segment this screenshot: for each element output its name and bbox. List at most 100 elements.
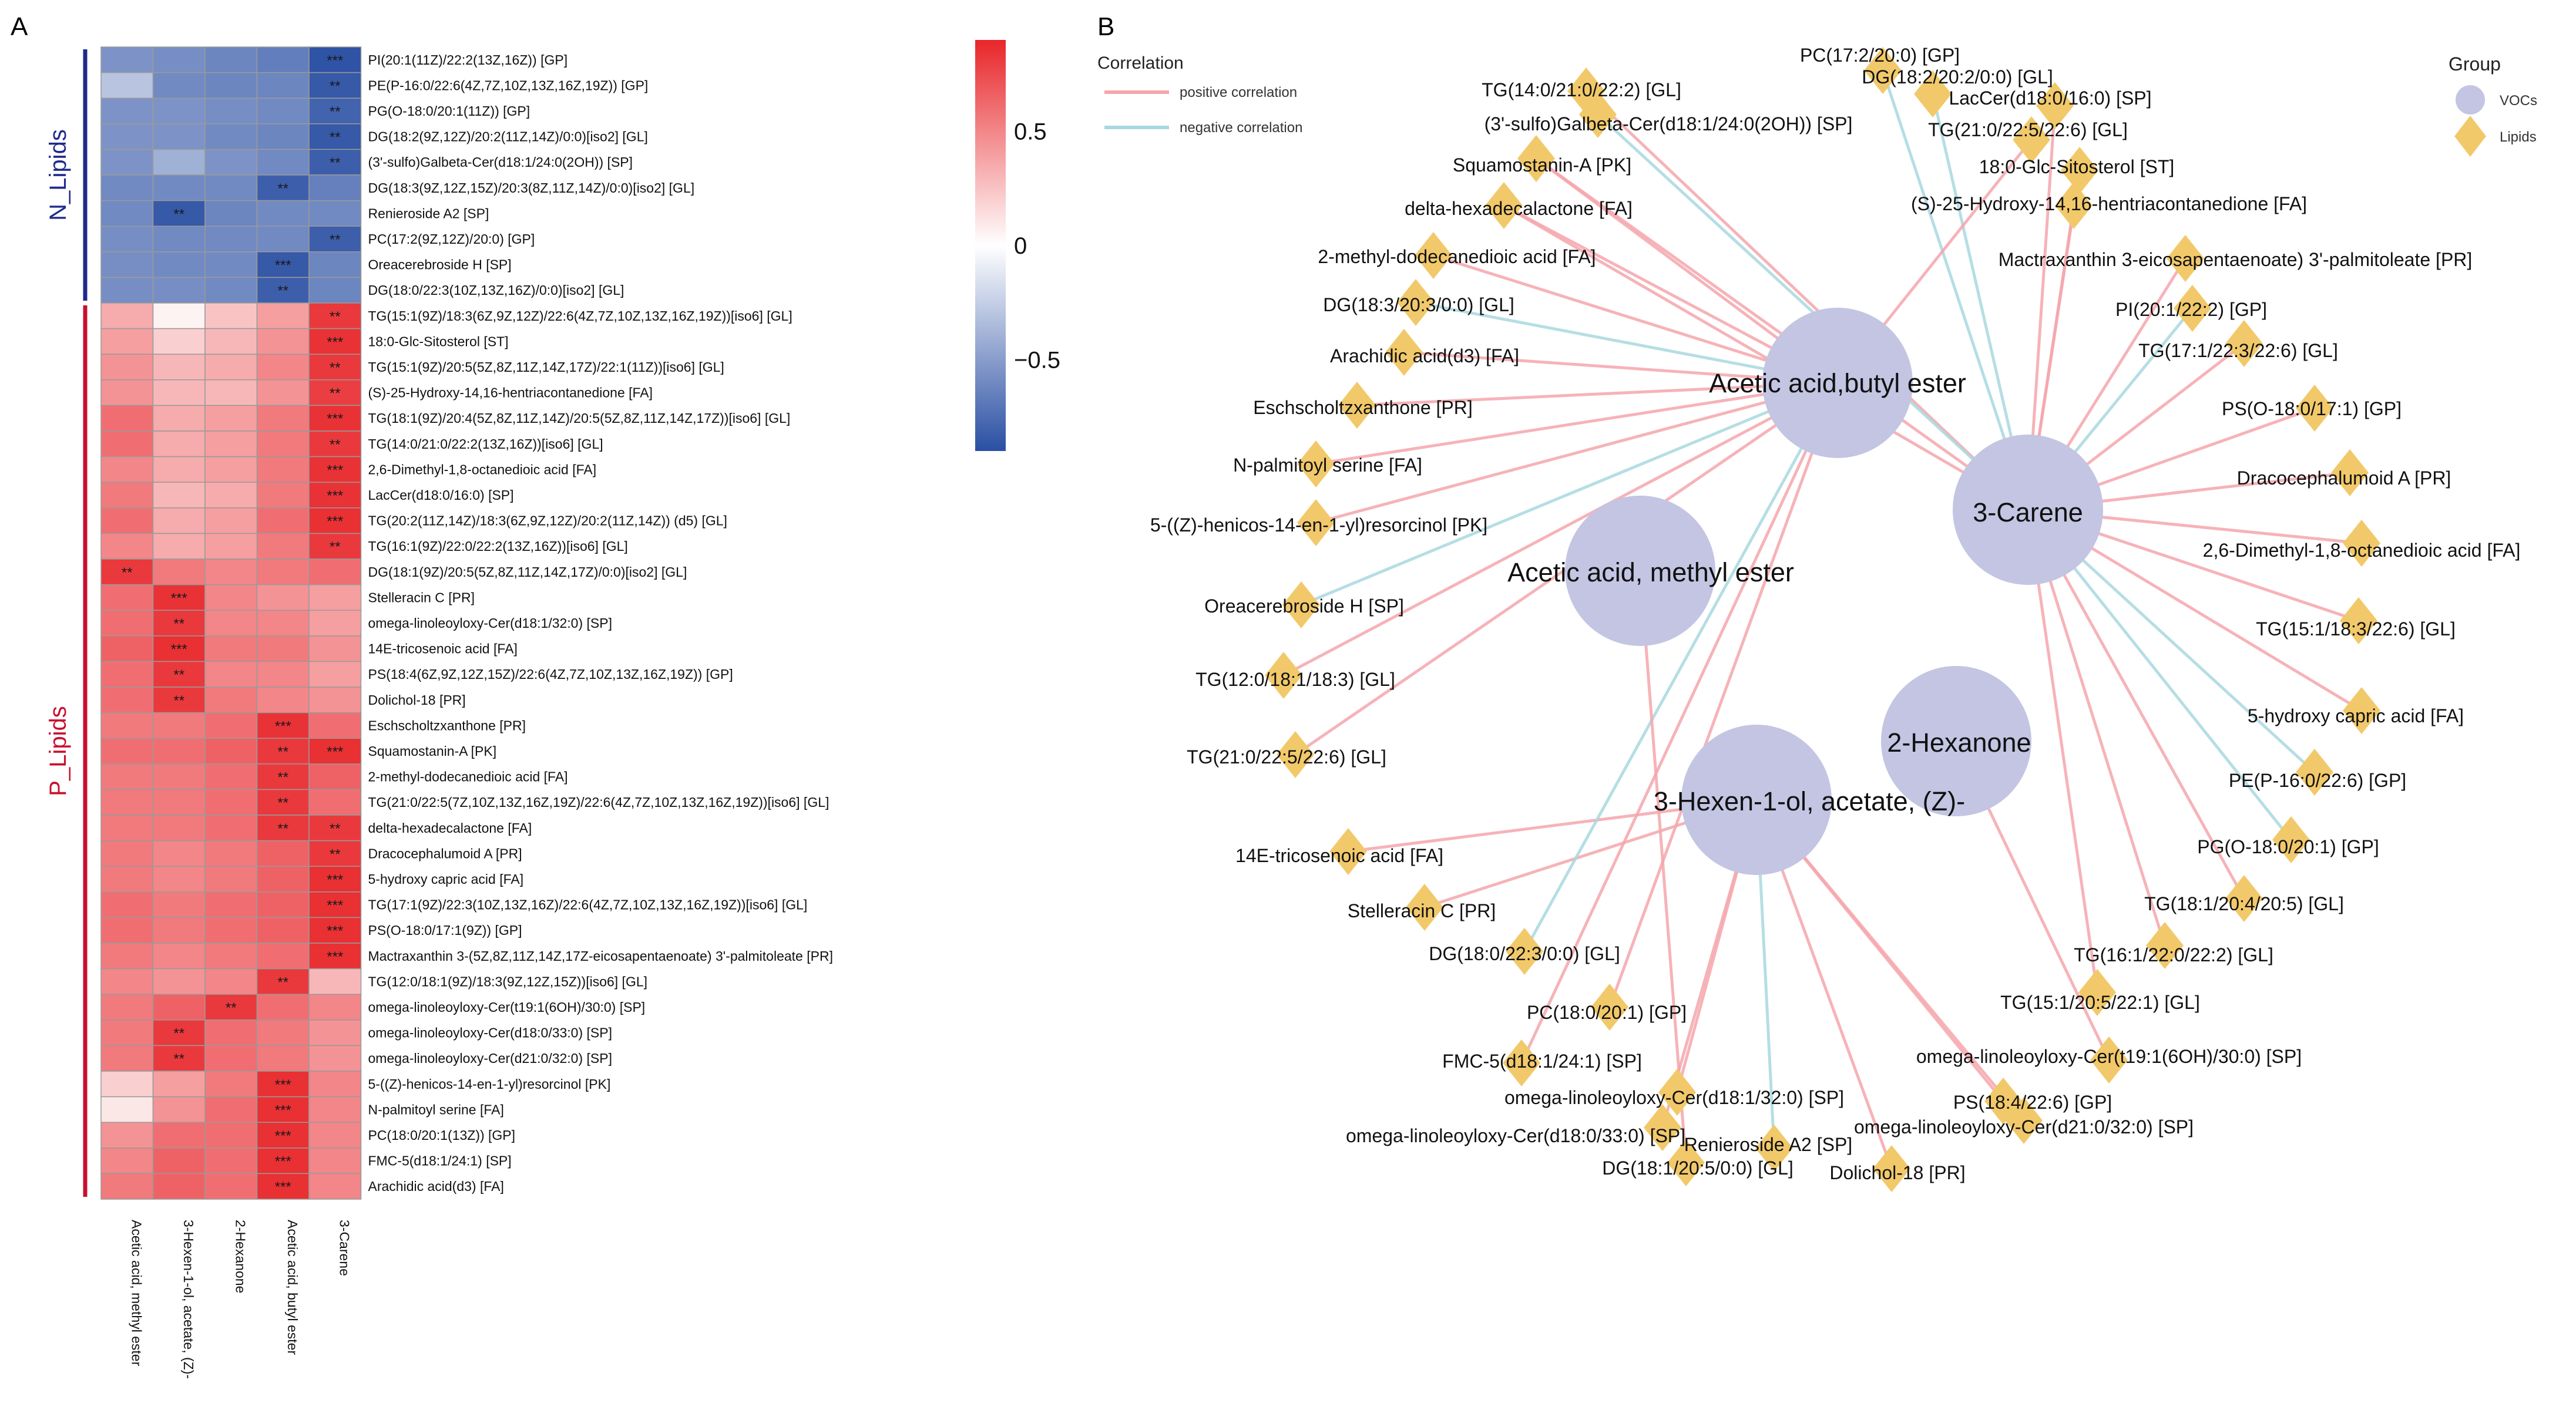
heatmap-cell — [308, 815, 362, 842]
vocs-legend-label: VOCs — [2500, 93, 2537, 109]
heatmap-cell — [100, 456, 154, 483]
heatmap-cell — [256, 174, 310, 201]
lipid-label: PG(O-18:0/20:1) [GP] — [2197, 836, 2379, 857]
heatmap-row-label: 5-((Z)-henicos-14-en-1-yl)resorcinol [PK… — [368, 1076, 611, 1092]
lipid-node-2-methyl-dodecanedioic-acid-fa — [1415, 232, 1452, 279]
lipid-node-tg-18-1-20-4-20-5-gl — [2225, 875, 2263, 922]
heatmap-cell — [308, 738, 362, 765]
significance-marker: ** — [226, 1000, 237, 1016]
heatmap-cell — [152, 917, 206, 944]
lipid-node-renieroside-a2-sp — [1755, 1125, 1793, 1172]
heatmap-column-label: Acetic acid, butyl ester — [285, 1220, 300, 1355]
lipid-node-omega-linoleoyloxy-cer-d18-0-33-0-sp — [1644, 1104, 1681, 1151]
heatmap-cell — [100, 302, 154, 329]
vocs-legend-circle — [2456, 85, 2485, 115]
lipid-node-3-sulfo-galbeta-cer-d18-1-24-0-2oh-sp — [1579, 91, 1617, 138]
heatmap-cell — [100, 943, 154, 970]
significance-marker: ** — [330, 104, 341, 120]
colorbar-tick-label: 0 — [1014, 233, 1027, 259]
heatmap-cell — [308, 763, 362, 790]
heatmap-cell — [308, 328, 362, 355]
heatmap-row-label: Oreacerebroside H [SP] — [368, 257, 512, 272]
heatmap-cell — [152, 482, 206, 509]
heatmap-cell — [204, 866, 258, 893]
voc-label-hexenyl: 3-Hexen-1-ol, acetate, (Z)- — [1654, 786, 1965, 816]
negative-edge-oreacerebroside-h-sp — [1301, 381, 1838, 607]
heatmap-row-label: PC(17:2(9Z,12Z)/20:0) [GP] — [368, 231, 535, 247]
significance-marker: ** — [330, 309, 341, 325]
heatmap-row-label: 2,6-Dimethyl-1,8-octanedioic acid [FA] — [368, 462, 597, 477]
lipid-node-pc-18-0-20-1-gp — [1591, 984, 1628, 1031]
heatmap-cell — [204, 1096, 258, 1123]
heatmap-cell — [256, 354, 310, 381]
heatmap-cell — [308, 174, 362, 201]
voc-label-methyl: Acetic acid, methyl ester — [1507, 557, 1794, 587]
heatmap-cell — [204, 405, 258, 432]
lipid-label: TG(14:0/21:0/22:2) [GL] — [1482, 79, 1681, 100]
lipid-node-omega-linoleoyloxy-cer-d18-1-32-0-sp — [1658, 1069, 1696, 1116]
lipid-label: TG(15:1/20:5/22:1) [GL] — [2000, 992, 2200, 1013]
heatmap-cell — [308, 789, 362, 816]
panel-a-letter: A — [11, 12, 28, 41]
heatmap-panel: ***PI(20:1(11Z)/22:2(13Z,16Z)) [GP]**PE(… — [45, 46, 833, 1379]
heatmap-row-label: (3'-sulfo)Galbeta-Cer(d18:1/24:0(2OH)) [… — [368, 154, 633, 170]
significance-marker: ** — [173, 616, 184, 632]
lipid-label: omega-linoleoyloxy-Cer(d18:0/33:0) [SP] — [1346, 1125, 1685, 1146]
heatmap-cell — [204, 1071, 258, 1098]
significance-marker: ** — [173, 206, 184, 222]
heatmap-cell — [152, 738, 206, 765]
lipid-node-tg-15-1-20-5-22-1-gl — [2078, 969, 2116, 1016]
heatmap-cell — [100, 815, 154, 842]
lipids-legend-diamond — [2454, 116, 2486, 157]
negative-correlation-label: negative correlation — [1180, 120, 1302, 136]
heatmap-cell — [100, 72, 154, 99]
lipid-node-delta-hexadecalactone-fa — [1485, 182, 1523, 229]
heatmap-row-label: Eschscholtzxanthone [PR] — [368, 718, 526, 733]
lipid-label: DG(18:3/20:3/0:0) [GL] — [1323, 294, 1514, 315]
lipid-node-tg-21-0-22-5-22-6-gl — [2013, 116, 2050, 163]
lipid-node-tg-15-1-18-3-22-6-gl — [2340, 597, 2377, 644]
lipid-label: Mactraxanthin 3-eicosapentaenoate) 3'-pa… — [1999, 249, 2473, 270]
lipid-node-oreacerebroside-h-sp — [1282, 581, 1320, 628]
significance-marker: ** — [277, 974, 288, 990]
lipid-node-ps-o-18-0-17-1-gp — [2296, 385, 2333, 432]
heatmap-cell — [308, 1096, 362, 1123]
lipid-node-dg-18-0-22-3-0-0-gl — [1506, 928, 1543, 975]
positive-edge-dg-18-1-20-5-0-0-gl — [1638, 570, 1688, 1163]
heatmap-cell — [256, 584, 310, 611]
heatmap-cell — [100, 174, 154, 201]
heatmap-cell — [152, 123, 206, 150]
heatmap-cell — [204, 661, 258, 688]
heatmap-cell — [256, 533, 310, 560]
heatmap-cell — [204, 738, 258, 765]
heatmap-cell — [100, 994, 154, 1021]
lipid-label: N-palmitoyl serine [FA] — [1233, 455, 1422, 476]
heatmap-cell — [100, 917, 154, 944]
heatmap-cell — [100, 610, 154, 637]
heatmap-cell — [256, 994, 310, 1021]
lipid-node-omega-linoleoyloxy-cer-d21-0-32-0-sp — [2005, 1097, 2043, 1144]
lipid-label: PS(O-18:0/17:1) [GP] — [2222, 398, 2402, 419]
significance-marker: ** — [330, 846, 341, 862]
heatmap-cell — [152, 97, 206, 124]
heatmap-cell — [100, 430, 154, 457]
heatmap-cell — [204, 763, 258, 790]
heatmap-cell — [204, 1019, 258, 1046]
significance-marker: *** — [171, 642, 187, 658]
significance-marker: *** — [275, 718, 291, 734]
heatmap-cell — [100, 507, 154, 534]
significance-marker: *** — [171, 590, 187, 606]
lipid-node-tg-12-0-18-1-18-3-gl — [1265, 652, 1302, 699]
heatmap-row-label: PS(O-18:0/17:1(9Z)) [GP] — [368, 923, 522, 938]
heatmap-cell — [256, 661, 310, 688]
heatmap-cell — [308, 635, 362, 662]
positive-edge-tg-15-1-20-5-22-1-gl — [2026, 509, 2099, 993]
colorbar-tick-label: 0.5 — [1014, 119, 1047, 145]
heatmap-cell — [256, 46, 310, 73]
heatmap-cell — [152, 815, 206, 842]
heatmap-row-label: DG(18:3(9Z,12Z,15Z)/20:3(8Z,11Z,14Z)/0:0… — [368, 180, 695, 196]
heatmap-row-label: PG(O-18:0/20:1(11Z)) [GP] — [368, 103, 530, 119]
heatmap-cell — [308, 968, 362, 995]
lipid-label: TG(21:0/22:5/22:6) [GL] — [1928, 119, 2128, 140]
heatmap-cell — [256, 943, 310, 970]
